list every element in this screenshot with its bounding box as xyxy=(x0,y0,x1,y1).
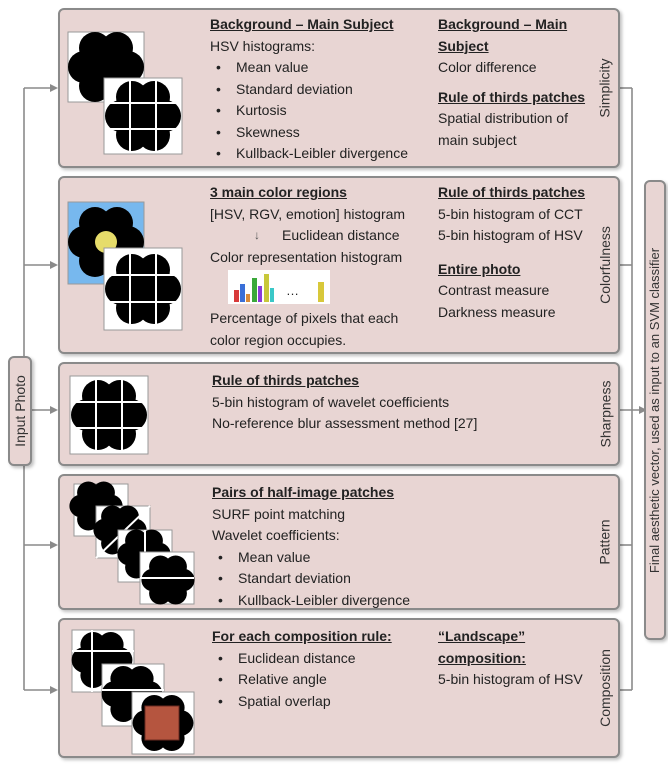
list-item: Spatial overlap xyxy=(212,691,422,713)
list-item: Mean value xyxy=(212,547,542,569)
colorfulness-col1-row: ↓ Euclidean distance xyxy=(210,225,432,247)
final-vector-box: Final aesthetic vector, used as input to… xyxy=(644,180,666,640)
colorfulness-col2-line3: Contrast measure xyxy=(438,282,550,298)
colorfulness-col2-line1: 5-bin histogram of CCT xyxy=(438,205,583,222)
sharpness-text: Rule of thirds patches 5-bin histogram o… xyxy=(212,370,572,435)
pattern-thumbnails xyxy=(69,481,195,605)
sharpness-heading: Rule of thirds patches xyxy=(212,372,360,388)
sharpness-panel: Rule of thirds patches 5-bin histogram o… xyxy=(58,362,620,466)
list-item: Relative angle xyxy=(212,669,422,691)
pattern-panel: Pairs of half-image patches SURF point m… xyxy=(58,474,620,611)
composition-col2: “Landscape” composition: 5-bin histogram… xyxy=(438,626,588,691)
color-histogram-icon xyxy=(228,270,330,304)
colorfulness-thumbnails xyxy=(67,201,183,331)
simplicity-col2-heading: Background – Main Subject xyxy=(438,16,568,54)
simplicity-thumbnails xyxy=(67,31,183,155)
simplicity-col2-line2: Spatial distribution of main subject xyxy=(438,110,568,148)
simplicity-col2-line: Color difference xyxy=(438,59,537,75)
pattern-line2: Wavelet coefficients: xyxy=(212,527,340,543)
list-item: Kurtosis xyxy=(210,100,422,122)
simplicity-col1: Background – Main Subject HSV histograms… xyxy=(210,14,422,165)
down-arrow-icon: ↓ xyxy=(254,228,260,242)
pattern-heading: Pairs of half-image patches xyxy=(212,484,395,500)
list-item: Mean value xyxy=(210,57,422,79)
list-item: Skewness xyxy=(210,122,422,144)
sharpness-label: Sharpness xyxy=(597,380,613,448)
simplicity-panel: Background – Main Subject HSV histograms… xyxy=(58,8,620,168)
input-photo-box: Input Photo xyxy=(8,356,32,466)
colorfulness-col1-heading: 3 main color regions xyxy=(210,184,347,200)
simplicity-col2: Background – Main Subject Color differen… xyxy=(438,14,588,151)
colorfulness-col2-heading2: Entire photo xyxy=(438,260,521,277)
pattern-line1: SURF point matching xyxy=(212,505,346,522)
colorfulness-col1-line4: Percentage of pixels that each color reg… xyxy=(210,310,399,348)
composition-col2-heading: “Landscape” composition: xyxy=(438,628,526,666)
simplicity-col1-list: Mean value Standard deviation Kurtosis S… xyxy=(210,57,422,165)
composition-col1: For each composition rule: Euclidean dis… xyxy=(212,626,422,712)
simplicity-col1-intro: HSV histograms: xyxy=(210,37,316,54)
colorfulness-label: Colorfulness xyxy=(597,226,614,304)
colorfulness-col2-heading: Rule of thirds patches xyxy=(438,184,586,200)
colorfulness-col2: Rule of thirds patches 5-bin histogram o… xyxy=(438,182,588,323)
sharpness-line1: 5-bin histogram of wavelet coefficients xyxy=(212,393,450,410)
composition-list: Euclidean distance Relative angle Spatia… xyxy=(212,648,422,713)
final-vector-label: Final aesthetic vector, used as input to… xyxy=(647,247,663,573)
colorfulness-col1-line2: Euclidean distance xyxy=(282,227,400,243)
composition-col1-heading: For each composition rule: xyxy=(212,628,392,644)
sharpness-label-box: Sharpness xyxy=(592,364,618,464)
sharpness-line2: No-reference blur assessment method [27] xyxy=(212,415,478,431)
list-item: Euclidean distance xyxy=(212,648,422,670)
simplicity-col1-heading: Background – Main Subject xyxy=(210,16,394,32)
colorfulness-col2-line2: 5-bin histogram of HSV xyxy=(438,227,583,243)
list-item: Kullback-Leibler divergence xyxy=(212,590,542,612)
pattern-label: Pattern xyxy=(597,519,614,565)
composition-thumbnails xyxy=(71,629,195,755)
colorfulness-col2-line4: Darkness measure xyxy=(438,303,556,320)
simplicity-label-box: Simplicity xyxy=(592,10,618,166)
composition-col2-line: 5-bin histogram of HSV xyxy=(438,671,583,687)
composition-label-box: Composition xyxy=(592,620,618,756)
colorfulness-col1-line3: Color representation histogram xyxy=(210,248,403,265)
colorfulness-col1: 3 main color regions [HSV, RGV, emotion]… xyxy=(210,182,432,351)
histogram-graphic: … xyxy=(210,268,432,308)
colorfulness-col1-line1: [HSV, RGV, emotion] histogram xyxy=(210,205,406,222)
list-item: Standard deviation xyxy=(210,79,422,101)
list-item: Standart deviation xyxy=(212,568,542,590)
simplicity-col2-heading2: Rule of thirds patches xyxy=(438,88,586,105)
composition-label: Composition xyxy=(597,649,614,727)
pattern-text: Pairs of half-image patches SURF point m… xyxy=(212,482,542,611)
colorfulness-label-box: Colorfulness xyxy=(592,178,618,352)
input-photo-label: Input Photo xyxy=(12,375,28,447)
list-item: Kullback-Leibler divergence xyxy=(210,143,422,165)
composition-panel: For each composition rule: Euclidean dis… xyxy=(58,618,620,758)
simplicity-label: Simplicity xyxy=(597,58,613,118)
colorfulness-panel: 3 main color regions [HSV, RGV, emotion]… xyxy=(58,176,620,354)
pattern-label-box: Pattern xyxy=(592,476,618,608)
histogram-ellipsis: … xyxy=(286,283,299,298)
sharpness-thumbnails xyxy=(69,375,149,455)
pattern-list: Mean value Standart deviation Kullback-L… xyxy=(212,547,542,612)
